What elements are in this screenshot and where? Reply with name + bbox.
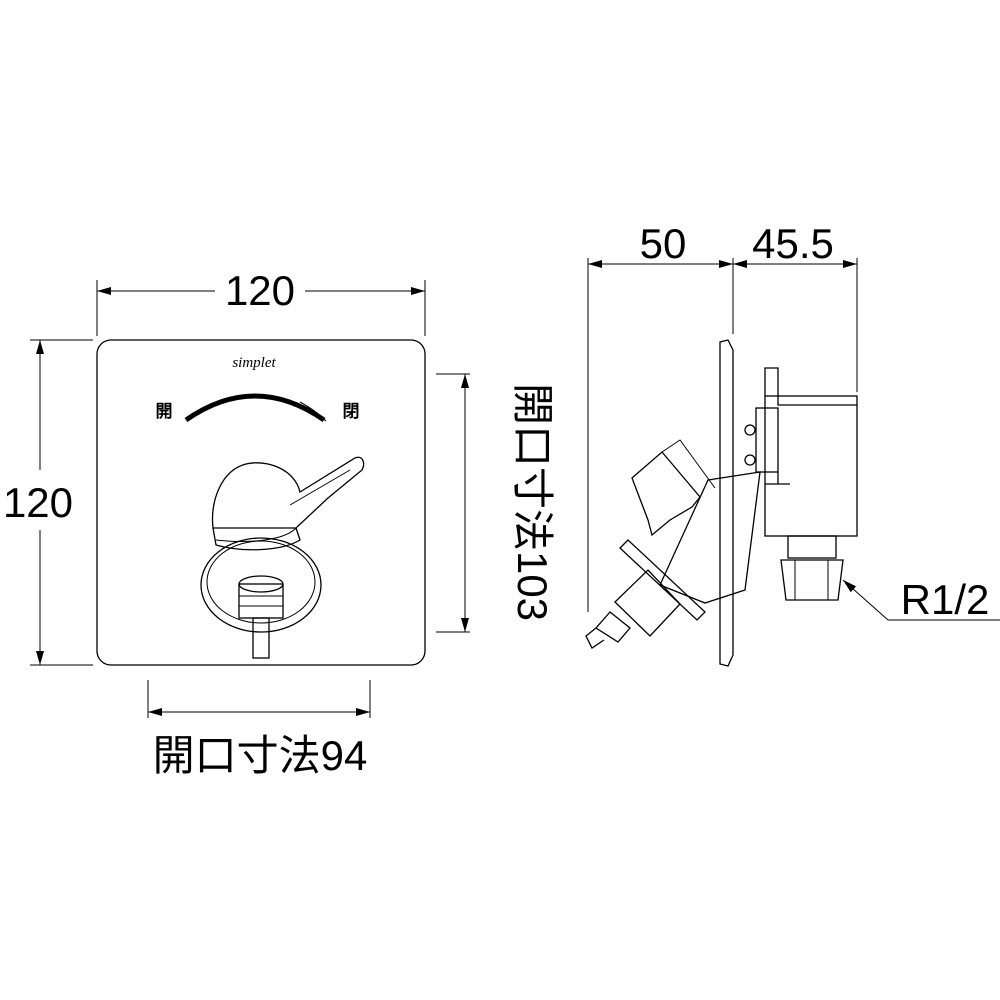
dim-opening-width: 開口寸法94	[153, 732, 368, 779]
dim-depth-back: 45.5	[752, 220, 834, 267]
lever-detail	[215, 469, 351, 542]
faucet-front	[200, 456, 365, 659]
lever-neck	[212, 527, 301, 551]
side-escutcheon	[619, 539, 706, 621]
inlet-fitting	[780, 559, 844, 601]
cover-plate	[96, 339, 426, 666]
open-close-arc-tail	[299, 401, 327, 422]
bracket	[755, 407, 779, 473]
bolt-top	[744, 424, 756, 436]
dim-width: 120	[225, 267, 295, 314]
dim-depth-front: 50	[640, 220, 687, 267]
side-spout	[595, 611, 631, 643]
dim-opening-height: 開口寸法103	[509, 383, 556, 621]
dim-height: 120	[3, 479, 73, 526]
lever-handle	[211, 456, 365, 529]
side-faucet-body	[659, 471, 761, 604]
escutcheon	[200, 537, 322, 633]
escutcheon-inner	[206, 540, 316, 624]
side-lever	[631, 451, 701, 537]
inlet-collar	[787, 535, 837, 559]
thread-leader	[842, 579, 889, 621]
brand-logo: simplet	[232, 355, 276, 371]
open-close-arc	[184, 393, 326, 423]
label-close: 閉	[343, 402, 360, 422]
side-view: 50 45.5 R1/2	[585, 220, 1000, 667]
side-plate	[719, 339, 734, 667]
front-view: simplet 開 閉 120	[3, 267, 556, 779]
spout-tip	[252, 617, 270, 659]
rear-box	[764, 395, 858, 537]
rear-box-top-lip	[764, 367, 857, 406]
side-spout-nut	[614, 569, 681, 637]
side-spout-tip	[585, 627, 605, 649]
thread-label: R1/2	[901, 576, 990, 623]
label-open: 開	[156, 402, 173, 422]
side-lever-detail	[661, 439, 716, 489]
bolt-bottom	[744, 454, 756, 466]
